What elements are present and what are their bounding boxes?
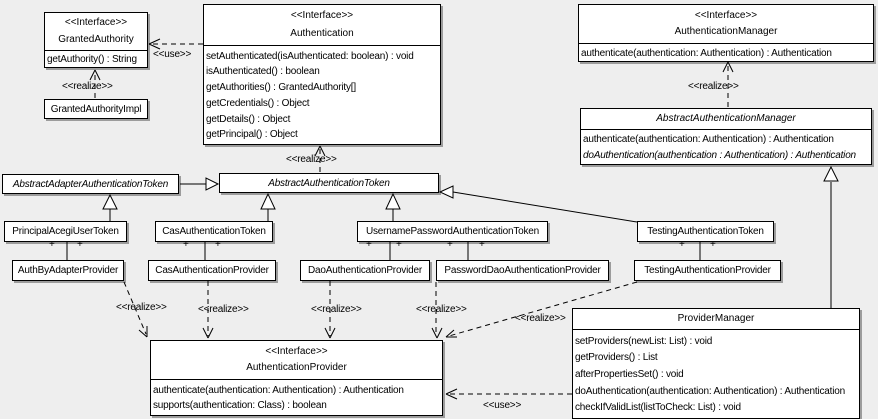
class-dao-authentication-provider[interactable]: DaoAuthenticationProvider [300,260,430,281]
class-abstract-authentication-manager[interactable]: AbstractAuthenticationManager authentica… [580,108,872,165]
class-abstract-authentication-token[interactable]: AbstractAuthenticationToken [219,173,439,193]
class-abstract-adapter-authentication-token[interactable]: AbstractAdapterAuthenticationToken [2,174,179,194]
method: getPrincipal() : Object [206,129,298,141]
class-authentication-manager[interactable]: <<Interface>> AuthenticationManager auth… [578,4,874,62]
use-stereotype-label: <<use>> [483,400,522,411]
class-name: CasAuthenticationProvider [155,265,269,276]
method: doAuthentication(authentication: Authent… [575,385,845,397]
class-username-password-authentication-token[interactable]: UsernamePasswordAuthenticationToken [357,221,548,242]
method: getCredentials() : Object [206,97,310,109]
method: setProviders(newList: List) : void [575,335,713,347]
realize-stereotype-label: <<realize>> [311,304,362,315]
method: authenticate(authentication: Authenticat… [581,47,832,59]
methods-compartment: setAuthenticated(isAuthenticated: boolea… [204,45,440,145]
class-name: AuthenticationManager [674,26,778,38]
class-name: TestingAuthenticationProvider [644,265,771,276]
realize-stereotype-label: <<realize>> [198,304,249,315]
realize-stereotype-label: <<realize>> [688,81,739,92]
stereotype-label: <<Interface>> [64,17,128,29]
class-name: AbstractAdapterAuthenticationToken [12,178,169,190]
realize-stereotype-label: <<realize>> [116,302,167,313]
triangle-arrowheads [102,165,839,210]
method: checkIfValidList(listToCheck: List) : vo… [575,402,741,414]
class-name: GrantedAuthority [58,33,134,45]
class-name: CasAuthenticationToken [162,226,266,237]
method: authenticate(authentication: Authenticat… [153,384,404,396]
class-authentication[interactable]: <<Interface>> Authentication setAuthenti… [203,4,441,145]
class-name: TestingAuthenticationToken [647,226,764,237]
method: isAuthenticated() : boolean [206,66,320,78]
class-auth-by-adapter-provider[interactable]: AuthByAdapterProvider [12,260,124,281]
method: afterPropertiesSet() : void [575,368,684,380]
class-principal-acegi-user-token[interactable]: PrincipalAcegiUserToken [4,221,127,242]
multiplicity-label: + [710,239,716,250]
method: getProviders() : List [575,352,658,364]
stereotype-label: <<Interface>> [694,9,758,21]
multiplicity-label: + [679,239,685,250]
use-stereotype-label: <<use>> [153,49,192,60]
class-name: PrincipalAcegiUserToken [12,226,119,237]
gen-edge-testingtoken [452,191,638,223]
method: setAuthenticated(isAuthenticated: boolea… [206,50,414,62]
realize-stereotype-label: <<realize>> [62,81,113,92]
methods-compartment: authenticate(authentication: Authenticat… [151,379,442,416]
multiplicity-label: + [479,239,485,250]
class-header: ProviderManager [573,309,859,329]
method-abstract: doAuthentication(authentication : Authen… [583,149,856,161]
class-header: <<Interface>> GrantedAuthority [45,13,147,50]
class-authentication-provider[interactable]: <<Interface>> AuthenticationProvider aut… [150,340,443,416]
methods-compartment: getAuthority() : String [45,50,147,68]
class-testing-authentication-token[interactable]: TestingAuthenticationToken [637,221,774,242]
class-header: <<Interface>> AuthenticationManager [579,5,873,43]
multiplicity-label: + [215,239,221,250]
class-name: DaoAuthenticationProvider [308,265,422,276]
class-granted-authority[interactable]: <<Interface>> GrantedAuthority getAuthor… [44,12,148,68]
method: getDetails() : Object [206,113,291,125]
class-header: <<Interface>> AuthenticationProvider [151,341,442,379]
methods-compartment: setProviders(newList: List) : void getPr… [573,329,859,419]
method: getAuthority() : String [47,54,137,65]
multiplicity-label: + [183,239,189,250]
class-name: AuthByAdapterProvider [17,265,119,276]
stereotype-label: <<Interface>> [265,345,328,357]
method: authenticate(authentication: Authenticat… [583,134,834,146]
multiplicity-label: + [366,239,372,250]
class-name: Authentication [290,27,354,39]
class-cas-authentication-token[interactable]: CasAuthenticationToken [155,221,273,242]
class-name: PasswordDaoAuthenticationProvider [444,265,601,276]
multiplicity-label: + [396,239,402,250]
class-name: UsernamePasswordAuthenticationToken [365,226,540,237]
class-provider-manager[interactable]: ProviderManager setProviders(newList: Li… [572,308,860,419]
stereotype-label: <<Interface>> [290,10,354,22]
method: getAuthorities() : GrantedAuthority[] [206,82,356,94]
class-name: ProviderManager [677,313,755,324]
multiplicity-label: + [77,239,83,250]
method: supports(authentication: Class) : boolea… [153,400,327,412]
class-password-dao-authentication-provider[interactable]: PasswordDaoAuthenticationProvider [436,260,609,281]
methods-compartment: authenticate(authentication: Authenticat… [579,43,873,62]
class-name: AbstractAuthenticationToken [268,177,390,189]
class-cas-authentication-provider[interactable]: CasAuthenticationProvider [148,260,276,281]
realize-stereotype-label: <<realize>> [515,313,566,324]
class-header: AbstractAuthenticationManager [581,109,871,129]
class-name: AuthenticationProvider [246,362,347,374]
class-name: GrantedAuthorityImpl [50,103,142,115]
realize-stereotype-label: <<realize>> [416,304,467,315]
multiplicity-label: + [447,239,453,250]
class-name: AbstractAuthenticationManager [656,113,796,124]
realize-stereotype-label: <<realize>> [286,154,337,165]
methods-compartment: authenticate(authentication: Authenticat… [581,129,871,165]
multiplicity-label: + [49,239,55,250]
class-granted-authority-impl[interactable]: GrantedAuthorityImpl [44,99,148,119]
class-testing-authentication-provider[interactable]: TestingAuthenticationProvider [634,260,781,281]
class-header: <<Interface>> Authentication [204,5,440,45]
